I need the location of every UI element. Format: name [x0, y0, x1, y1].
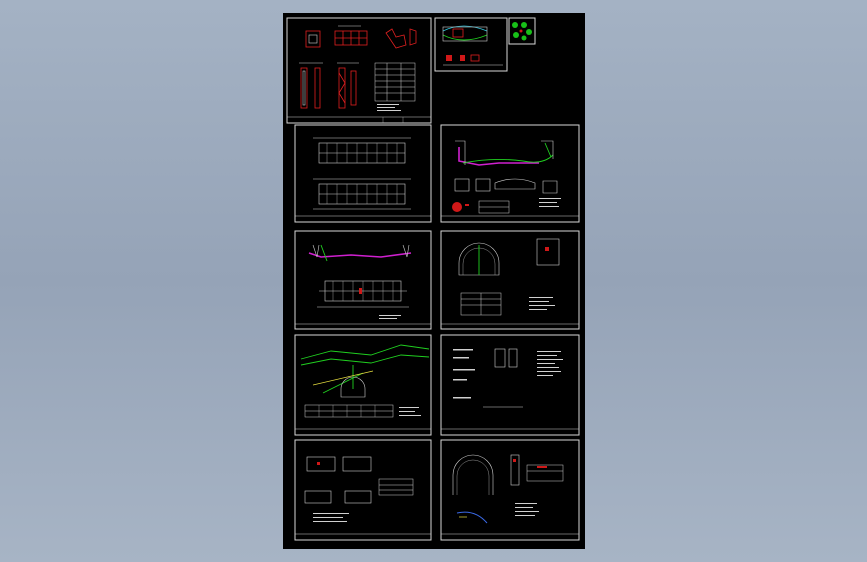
panel-portal-section[interactable]	[440, 124, 580, 223]
cad-drawing	[286, 17, 580, 541]
panel-profile[interactable]	[294, 334, 432, 436]
panel-arch-section[interactable]	[440, 439, 580, 541]
panel-legend[interactable]	[434, 17, 536, 72]
panel-detail-sheet[interactable]	[286, 17, 432, 124]
panel-portal-elevation[interactable]	[294, 230, 432, 330]
panel-notes[interactable]	[440, 334, 580, 436]
panel-tunnel-section[interactable]	[440, 230, 580, 330]
panel-detail-blocks[interactable]	[294, 439, 432, 541]
drawing-sheet[interactable]	[283, 13, 585, 549]
panel-longitudinal[interactable]	[294, 124, 432, 223]
